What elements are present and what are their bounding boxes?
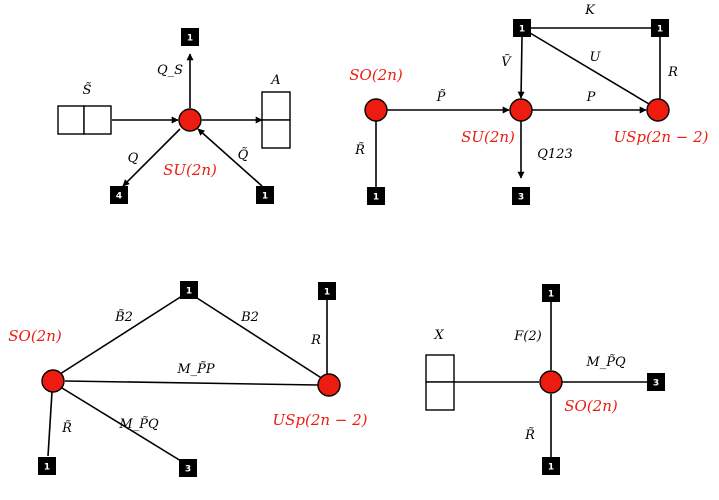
- label-r-tilde: R̃: [354, 142, 365, 158]
- label-q123: Q123: [537, 147, 572, 162]
- quiver-bottom-right: 1 1 3 SO(2n) X F(2) M_P̃Q R̃: [425, 284, 665, 475]
- label-usp: USp(2n − 2): [272, 411, 367, 429]
- flavor-node-bottom: 1: [542, 457, 560, 475]
- label-q-tilde: Q̃: [238, 147, 249, 163]
- tensor-x: [425, 354, 455, 411]
- label-p-tilde: P̃: [436, 89, 446, 105]
- gauge-node-su2n: [509, 98, 533, 122]
- quiver-top-right: 1 1 3 1 SO(2n) SU(2n) USp(2n − 2) P̃ P R…: [349, 3, 709, 205]
- label-r-tilde: R̃: [61, 420, 72, 436]
- gauge-node-usp: [646, 98, 670, 122]
- quiver-top-left: 1 4 1 Q_S S̃ A Q Q̃ SU(2n): [57, 28, 291, 204]
- svg-text:3: 3: [518, 193, 524, 203]
- svg-text:3: 3: [185, 465, 191, 475]
- gauge-node-usp: [317, 373, 341, 397]
- edge-b2-tilde: [59, 295, 183, 375]
- label-m-pp: M_P̃P: [176, 361, 215, 377]
- label-su2n: SU(2n): [461, 128, 515, 146]
- quiver-bottom-left: 1 1 1 3 SO(2n) USp(2n − 2) B̃2 B2 R M_P̃…: [8, 281, 368, 477]
- label-a: A: [270, 73, 280, 88]
- label-so2n: SO(2n): [8, 327, 62, 345]
- label-q: Q: [128, 151, 139, 166]
- flavor-node-top-left: 1: [513, 19, 531, 37]
- label-b2-tilde: B̃2: [114, 309, 133, 325]
- flavor-node-bottom: 3: [512, 187, 530, 205]
- label-usp: USp(2n − 2): [613, 128, 708, 146]
- label-m-pq: M_P̃Q: [118, 416, 159, 432]
- flavor-node-bottom-left: 4: [110, 186, 128, 204]
- edge-v-tilde: [517, 36, 525, 99]
- gauge-node-so2n: [364, 98, 388, 122]
- edge-q-tilde: [197, 128, 263, 187]
- svg-text:4: 4: [116, 192, 122, 202]
- label-f2: F(2): [513, 329, 541, 344]
- label-p: P: [586, 90, 596, 105]
- label-so2n: SO(2n): [349, 66, 403, 84]
- label-k: K: [584, 3, 596, 18]
- label-b2: B2: [240, 310, 259, 325]
- svg-text:1: 1: [186, 287, 192, 297]
- edge-r-tilde: [47, 391, 53, 457]
- label-su2n: SU(2n): [163, 161, 217, 179]
- label-r-tilde: R̃: [524, 427, 535, 443]
- label-qs: Q_S: [157, 63, 183, 78]
- label-so2n: SO(2n): [564, 397, 618, 415]
- svg-text:1: 1: [548, 463, 554, 473]
- label-r: R: [667, 65, 678, 80]
- flavor-node-bottom-middle: 3: [179, 459, 197, 477]
- flavor-node-top-right: 1: [651, 19, 669, 37]
- svg-text:1: 1: [187, 34, 193, 44]
- svg-text:1: 1: [324, 288, 330, 298]
- label-m-pq: M_P̃Q: [585, 354, 626, 370]
- edge-b2: [196, 297, 324, 380]
- flavor-node-top-right: 1: [318, 282, 336, 300]
- svg-text:1: 1: [44, 463, 50, 473]
- edge-q: [122, 128, 181, 187]
- edge-m-pq: [61, 387, 182, 462]
- flavor-node-top: 1: [542, 284, 560, 302]
- flavor-node-top-middle: 1: [180, 281, 198, 299]
- svg-text:1: 1: [548, 290, 554, 300]
- svg-text:1: 1: [373, 193, 379, 203]
- flavor-node-bottom-left: 1: [38, 457, 56, 475]
- svg-text:1: 1: [262, 192, 268, 202]
- label-u: U: [590, 50, 602, 65]
- label-v-tilde: Ṽ: [501, 54, 512, 70]
- flavor-node-bottom-right: 1: [256, 186, 274, 204]
- label-r: R: [310, 333, 321, 348]
- flavor-node-right: 3: [647, 373, 665, 391]
- svg-text:1: 1: [519, 25, 525, 35]
- gauge-node-so2n: [41, 369, 65, 393]
- label-x: X: [433, 328, 444, 343]
- svg-text:3: 3: [653, 379, 659, 389]
- tensor-s-tilde: [57, 105, 112, 135]
- edge-u: [529, 32, 650, 105]
- label-s-tilde: S̃: [83, 82, 92, 98]
- tensor-a: [261, 91, 291, 149]
- svg-text:1: 1: [657, 25, 663, 35]
- flavor-node-left: 1: [367, 187, 385, 205]
- gauge-node-so2n: [539, 370, 563, 394]
- gauge-node-su2n: [178, 108, 202, 132]
- edge-m-pp: [64, 380, 319, 386]
- flavor-node-top: 1: [181, 28, 199, 46]
